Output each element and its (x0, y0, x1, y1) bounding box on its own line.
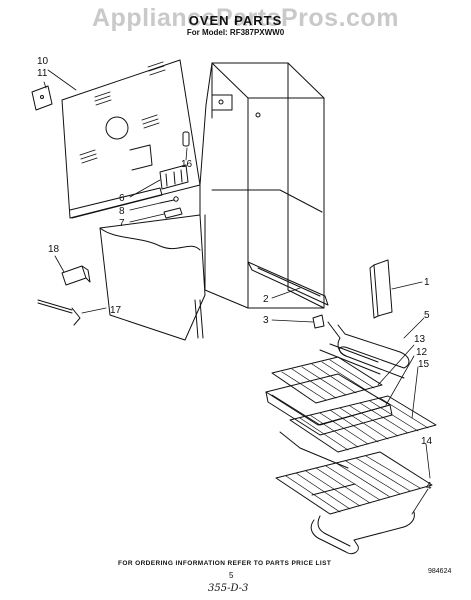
callout-3: 3 (263, 315, 269, 326)
callout-17: 17 (110, 305, 122, 316)
callout-5: 5 (424, 310, 430, 321)
watermark: AppliancePartsPros.com (92, 4, 399, 32)
part-15-upper-oven-rack (279, 395, 437, 469)
part-1-element-cover (369, 259, 393, 319)
callout-18: 18 (48, 244, 60, 255)
diagram-title: OVEN PARTS (188, 13, 283, 28)
callout-7: 7 (119, 218, 125, 229)
part-18-insulation-block (61, 265, 91, 286)
callout-11: 11 (37, 68, 48, 79)
callout-2: 2 (263, 294, 269, 305)
callout-15: 15 (418, 359, 430, 370)
callout-6: 6 (119, 193, 125, 204)
callout-numbers: 10 11 16 6 8 7 18 17 1 2 3 5 13 12 15 14… (37, 56, 433, 492)
oven-cabinet-frame (199, 62, 325, 309)
part-6-terminal-block (159, 164, 189, 190)
callout-13: 13 (414, 334, 426, 345)
oven-back-panel (61, 59, 201, 219)
part-2-rail (247, 261, 329, 306)
callout-10: 10 (37, 56, 49, 67)
part-8-screw (159, 196, 179, 204)
part-3-clip (312, 314, 325, 329)
part-16-sensor (182, 131, 190, 147)
callout-12: 12 (416, 347, 428, 358)
part-14-lower-oven-rack (275, 451, 433, 515)
callout-16: 16 (181, 159, 193, 170)
model-line: For Model: RF387PXWW0 (186, 28, 285, 37)
oven-side-panel (99, 214, 206, 341)
ordering-information-note: FOR ORDERING INFORMATION REFER TO PARTS … (118, 560, 332, 567)
part-4-broil-element (310, 511, 415, 555)
callout-8: 8 (119, 206, 125, 217)
leader-lines (43, 69, 431, 515)
part-7-clip (163, 207, 183, 219)
page-number: 5 (229, 571, 234, 580)
handwritten-note: 355-D-3 (208, 583, 249, 594)
part-5-bake-element (319, 321, 410, 379)
callout-4: 4 (426, 481, 432, 492)
part-17-probe (37, 299, 81, 326)
diagram-code: 984624 (428, 568, 452, 575)
part-12-broiler-pan (265, 373, 393, 436)
callout-1: 1 (424, 277, 430, 288)
part-13-broiler-grid (271, 356, 383, 404)
part-10-bracket (31, 85, 53, 111)
callout-14: 14 (421, 436, 433, 447)
